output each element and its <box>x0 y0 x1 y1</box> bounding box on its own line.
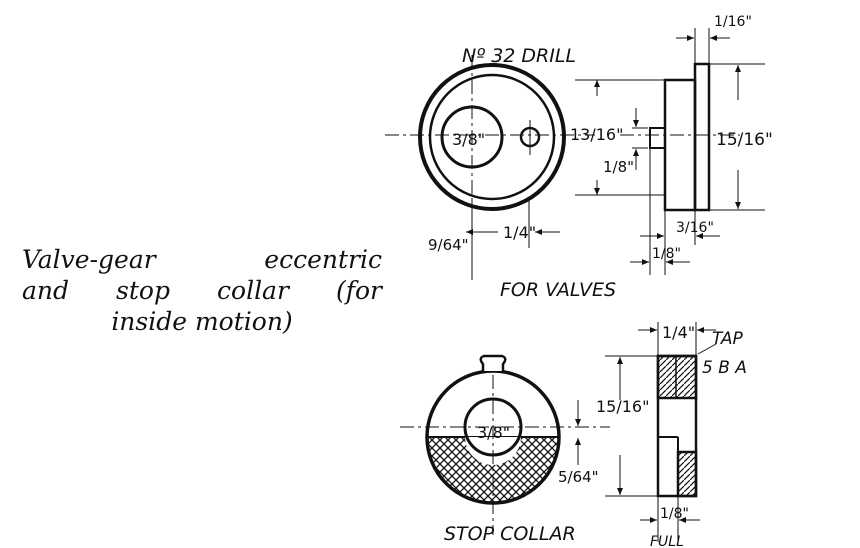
collar-title: STOP COLLAR <box>444 523 576 545</box>
eccentric-offset-label: 1/4" <box>503 223 536 242</box>
tap-note: TAP <box>712 329 743 349</box>
collar-outer-dia-label: 15/16" <box>596 397 649 416</box>
collar-width-b-label: 1/8" <box>660 506 689 522</box>
caption-word: (for <box>335 276 382 305</box>
eccentric-inner-dia-label: 13/16" <box>570 125 623 144</box>
caption-word: and <box>22 276 70 305</box>
stop-collar-side-view <box>605 322 717 542</box>
caption-word: collar <box>217 276 289 305</box>
eccentric-flange-label: 1/16" <box>714 14 752 30</box>
eccentric-outer-dia-label: 15/16" <box>716 130 773 150</box>
stop-collar-front-view <box>400 354 610 535</box>
collar-offset-label: 5/64" <box>558 468 599 486</box>
caption-word: Valve-gear <box>22 245 156 274</box>
eccentric-front-view <box>385 55 595 280</box>
caption-line: inside motion) <box>111 307 293 336</box>
eccentric-side-view <box>575 28 765 275</box>
eccentric-bore-label: 3/8" <box>452 130 485 149</box>
tap-size: 5 B A <box>702 358 747 378</box>
figure-caption: Valve-gear eccentric and stop collar (fo… <box>22 244 382 337</box>
eccentric-small-offset-label: 9/64" <box>428 236 469 254</box>
eccentric-width-b-label: 1/8" <box>652 246 681 262</box>
eccentric-title: FOR VALVES <box>500 279 616 301</box>
drill-note: Nº 32 DRILL <box>462 45 576 67</box>
collar-bore-label: 3/8" <box>477 423 510 442</box>
collar-width-label: 1/4" <box>662 323 695 342</box>
eccentric-width-a-label: 3/16" <box>676 220 714 236</box>
caption-word: eccentric <box>264 245 382 274</box>
caption-word: stop <box>116 276 170 305</box>
eccentric-boss-step-label: 1/8" <box>603 158 634 176</box>
collar-bottom-note: FULL <box>650 534 684 548</box>
